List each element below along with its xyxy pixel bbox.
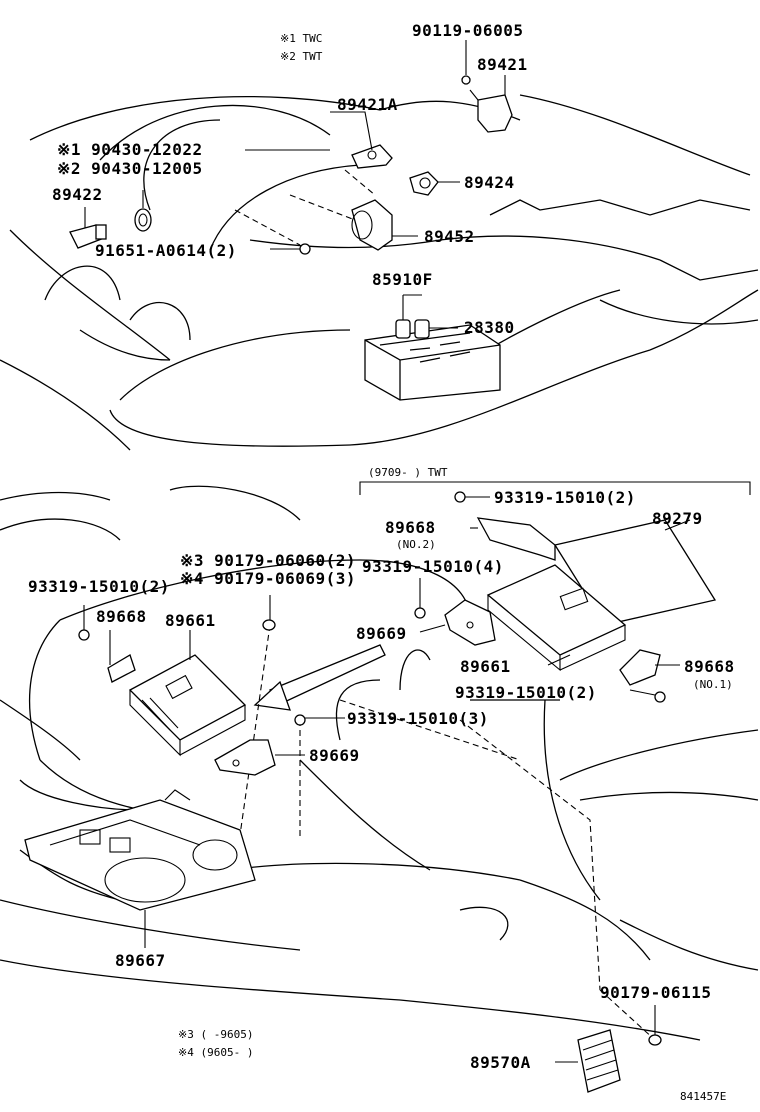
label-89669-center: 89669 (309, 746, 360, 765)
label-28380: 28380 (464, 318, 515, 337)
label-89668-no1: 89668 (684, 657, 735, 676)
part-93319-bolt-center (294, 714, 306, 726)
part-89667-panel (24, 789, 256, 911)
part-89661-ecu-right (486, 564, 627, 672)
part-89661-ecu-left (128, 654, 247, 757)
leader-lines (83, 40, 691, 1063)
label-90179-06069: ※4 90179-06069(3) (180, 569, 356, 588)
label-90179-06115: 90179-06115 (600, 983, 711, 1002)
part-93319-bolt-mid (414, 607, 426, 619)
label-90119-06005: 90119-06005 (412, 21, 523, 40)
label-93319-r2: 93319-15010(2) (455, 683, 597, 702)
label-no1: (NO.1) (693, 678, 733, 691)
label-90430-twt: ※2 90430-12005 (57, 159, 203, 178)
part-89421a-bracket (351, 144, 393, 169)
labels: ※1 TWC ※2 TWT 90119-06005 89421 89421A ※… (28, 21, 735, 1103)
figure-id: 841457E (680, 1090, 726, 1103)
label-90179-06060: ※3 90179-06060(2) (180, 551, 356, 570)
label-89661-left: 89661 (165, 611, 216, 630)
part-93319-bolt-top (454, 491, 466, 503)
label-90430-twc: ※1 90430-12022 (57, 140, 203, 159)
part-89668-no2-bracket (476, 517, 556, 561)
label-89422: 89422 (52, 185, 103, 204)
engine-bay-outline (0, 94, 759, 451)
part-93319-bolt-left (78, 629, 90, 641)
label-89669-right: 89669 (356, 624, 407, 643)
part-89424-sensor (409, 171, 439, 196)
part-90179-nut-top (262, 619, 276, 631)
part-89422-sensor (69, 224, 107, 249)
label-n4-range: ※4 (9605- ) (178, 1046, 253, 1059)
cabin-outline (0, 485, 759, 1041)
label-no2: (NO.2) (396, 538, 436, 551)
label-89668-no2: 89668 (385, 518, 436, 537)
part-93319-bolt-right (654, 691, 666, 703)
label-89421a: 89421A (337, 95, 398, 114)
label-93319-left: 93319-15010(2) (28, 577, 170, 596)
part-89669-bracket-right (444, 599, 496, 646)
part-89570a-module (577, 1029, 621, 1093)
label-89570a: 89570A (470, 1053, 531, 1072)
part-89452-throttle-sensor (351, 199, 393, 251)
part-89668-no1-bracket (619, 649, 661, 686)
note-twt: ※2 TWT (280, 50, 323, 63)
label-89421: 89421 (477, 55, 528, 74)
twt-bracket-line (359, 481, 751, 495)
label-n3-range: ※3 ( -9605) (178, 1028, 253, 1041)
label-91651-a0614: 91651-A0614(2) (95, 241, 237, 260)
label-89452: 89452 (424, 227, 475, 246)
part-89668-bracket-left (107, 654, 136, 683)
label-89661-right: 89661 (460, 657, 511, 676)
label-93319-top: 93319-15010(2) (494, 488, 636, 507)
part-91651-bolt (299, 243, 311, 255)
label-85910f: 85910F (372, 270, 433, 289)
part-28380-relay (414, 319, 430, 339)
part-90179-nut-bottom (648, 1034, 662, 1046)
label-93319-3: 93319-15010(3) (347, 709, 489, 728)
part-85910f-relay (395, 319, 411, 339)
label-89424: 89424 (464, 173, 515, 192)
label-twt-range: (9709- ) TWT (368, 466, 448, 479)
part-89669-bracket-center (214, 739, 276, 776)
label-89668-left: 89668 (96, 607, 147, 626)
label-93319-mid: 93319-15010(4) (362, 557, 504, 576)
label-89667: 89667 (115, 951, 166, 970)
note-twc: ※1 TWC (280, 32, 322, 45)
label-89279: 89279 (652, 509, 703, 528)
part-90430-gasket (134, 208, 152, 232)
